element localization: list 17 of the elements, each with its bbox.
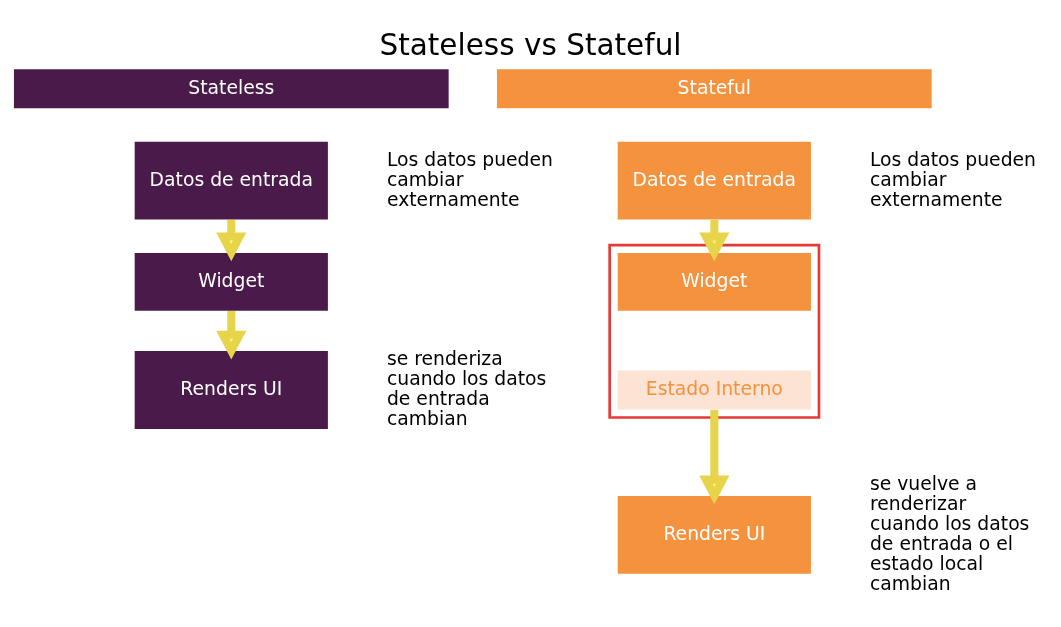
cluster [608,243,821,419]
node-box: Widget [617,253,811,311]
diagram-title: Stateless vs Stateful [379,28,682,63]
node-label: se vuelve a renderizar cuando los datos de entrada o el estado local cambian [869,472,1030,595]
node-box: Renders UI [134,351,328,429]
node-label: Los datos pueden cambiar externamente [869,148,1037,210]
arrow [699,409,730,505]
node-box: Stateful [496,69,932,109]
node-box: Datos de entrada [617,141,811,220]
node-box: Stateless [13,69,449,109]
node-label: se renderiza cuando los datos de entrada cambian [386,347,547,430]
node-label: Los datos pueden cambiar externamente [386,148,553,210]
node-box: Widget [134,253,328,311]
node-box: Renders UI [617,496,811,574]
node-box: Datos de entrada [134,141,328,220]
node-box: Estado Interno [617,370,811,410]
arrow [216,311,247,360]
